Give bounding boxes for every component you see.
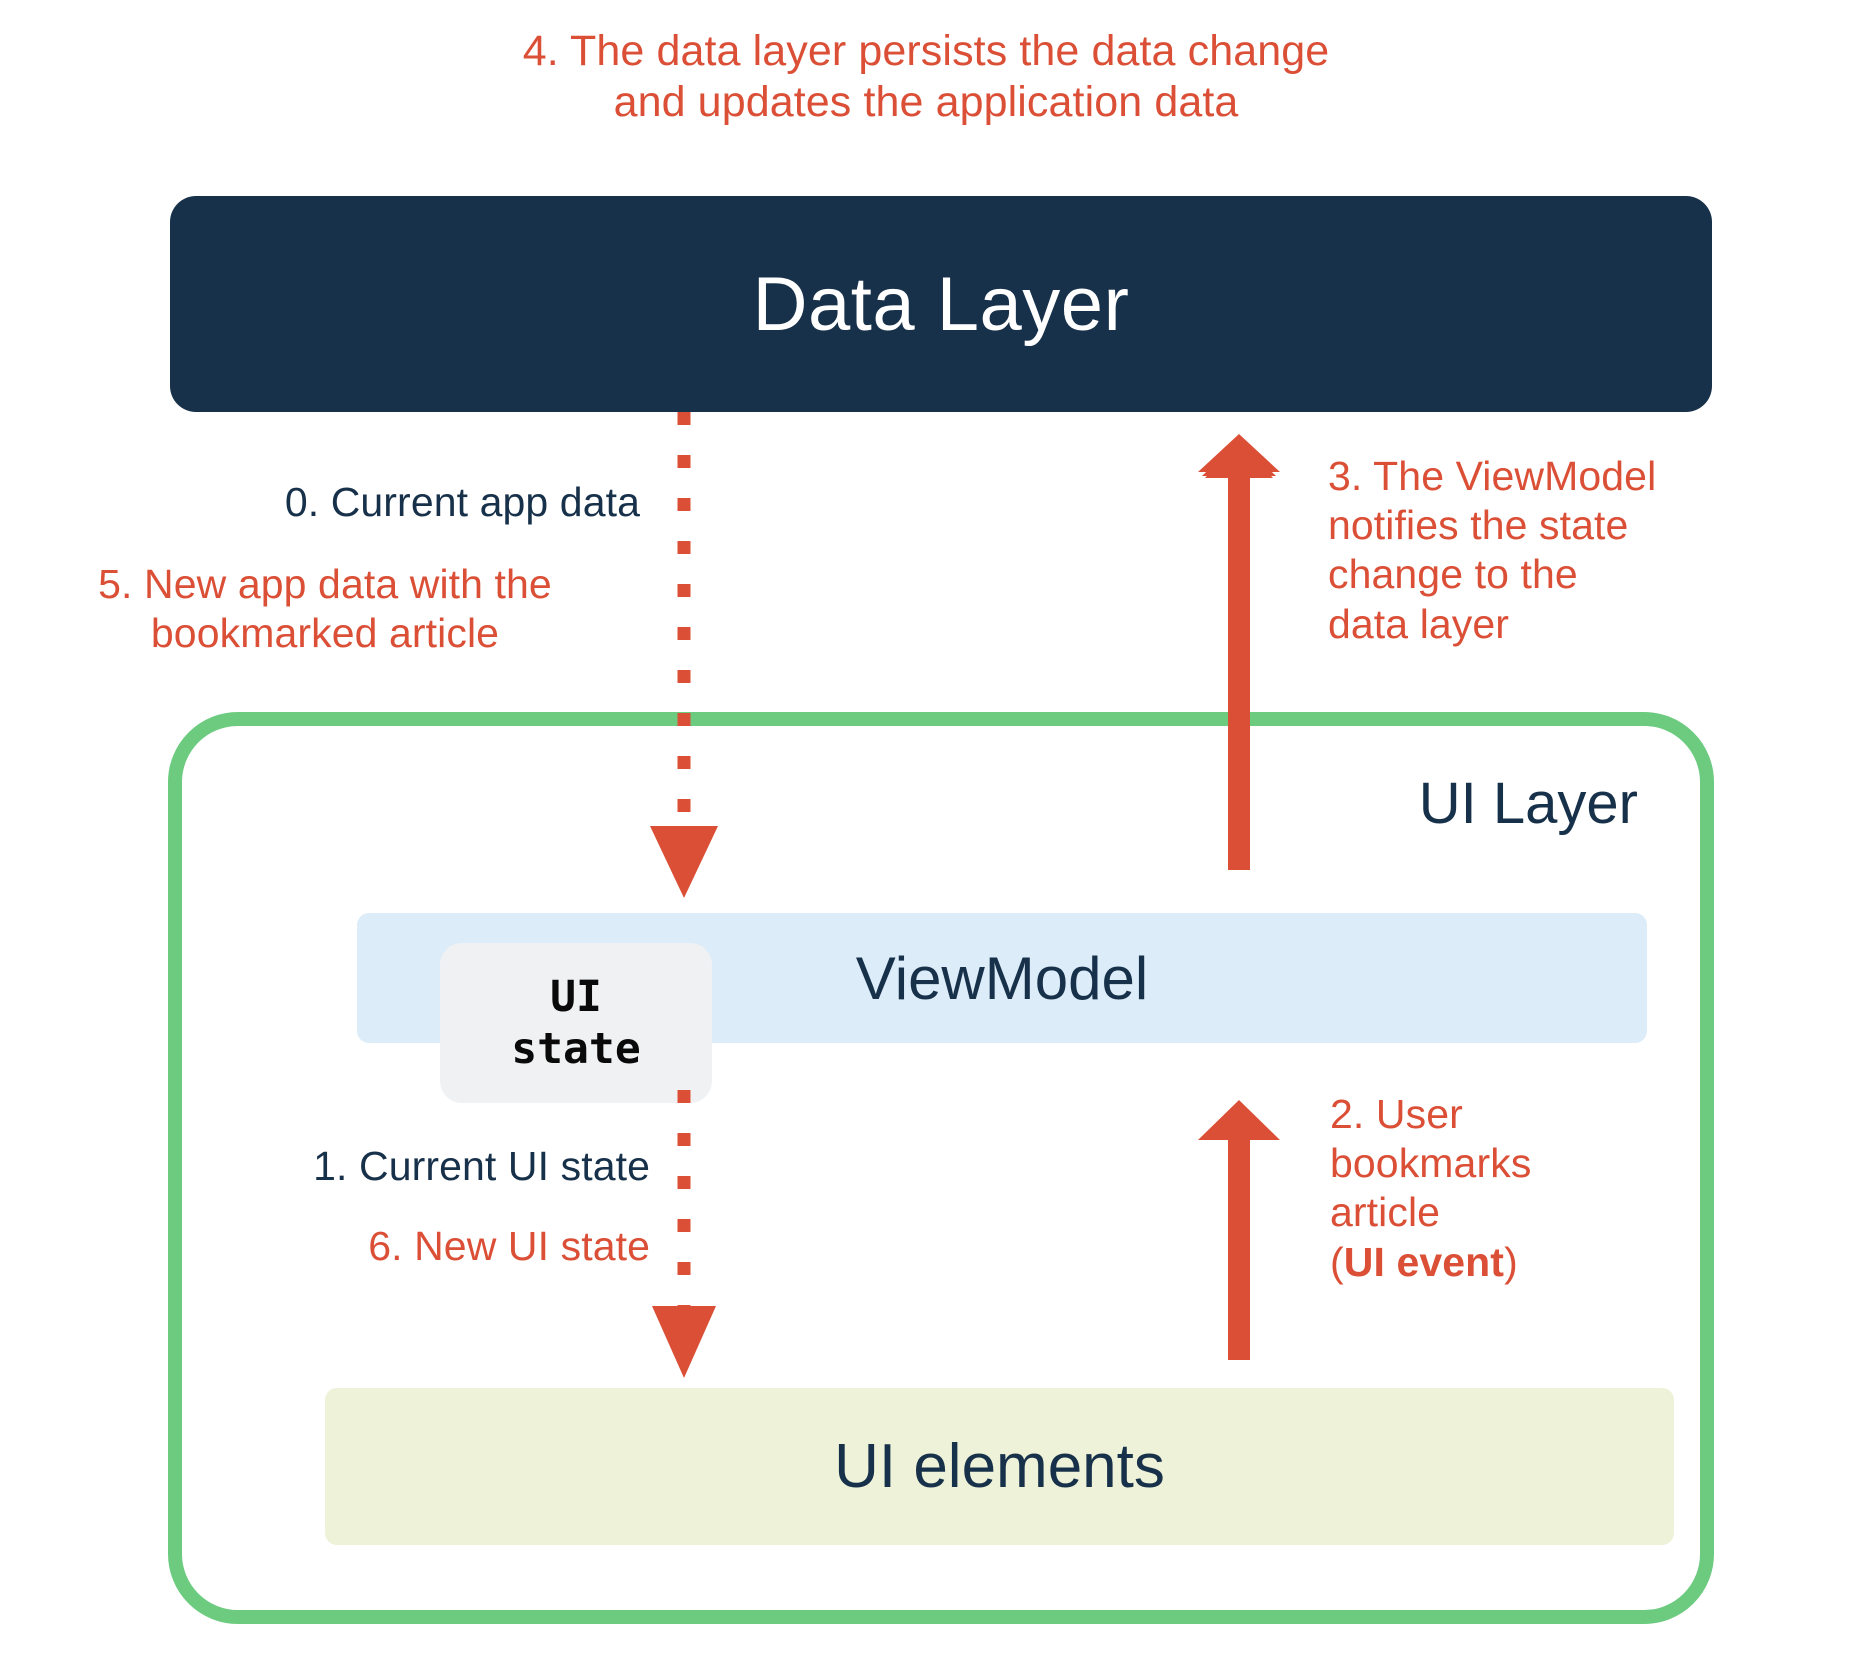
note-step-3-line-2: notifies the state bbox=[1328, 502, 1629, 549]
ui-layer-label: UI Layer bbox=[1418, 771, 1638, 836]
note-step-6: 6. New UI state bbox=[140, 1222, 650, 1271]
note-step-3: 3. The ViewModel notifies the state chan… bbox=[1328, 452, 1768, 649]
note-step-5-line-1: 5. New app data with the bbox=[98, 561, 552, 607]
title-line-2: and updates the application data bbox=[613, 77, 1239, 126]
note-step-5-line-2: bookmarked article bbox=[150, 610, 500, 657]
ui-elements-label: UI elements bbox=[834, 1432, 1165, 1501]
note-step-1-text: 1. Current UI state bbox=[313, 1143, 650, 1189]
ui-elements-box: UI elements bbox=[325, 1388, 1674, 1545]
data-layer-label: Data Layer bbox=[752, 261, 1130, 347]
ui-layer-container: UI Layer bbox=[168, 712, 1714, 1624]
diagram-title: 4. The data layer persists the data chan… bbox=[326, 26, 1526, 127]
data-layer-box: Data Layer bbox=[170, 196, 1712, 412]
note-step-2-line-3: article bbox=[1330, 1189, 1441, 1236]
note-step-3-line-3: change to the bbox=[1328, 551, 1578, 598]
note-step-2-paren-open: ( bbox=[1330, 1238, 1344, 1285]
title-line-1: 4. The data layer persists the data chan… bbox=[522, 27, 1330, 75]
note-step-3-line-4: data layer bbox=[1328, 600, 1510, 647]
ui-state-chip-line-1: UI bbox=[550, 971, 602, 1022]
note-step-1: 1. Current UI state bbox=[140, 1142, 650, 1191]
ui-state-chip-line-2: state bbox=[511, 1024, 641, 1074]
note-step-6-text: 6. New UI state bbox=[368, 1223, 650, 1269]
note-step-2-line-2: bookmarks bbox=[1330, 1140, 1532, 1187]
note-step-3-line-1: 3. The ViewModel bbox=[1328, 453, 1657, 499]
note-step-2-ui-event: UI event bbox=[1343, 1238, 1505, 1285]
note-step-2-line-1: 2. User bbox=[1330, 1091, 1463, 1137]
ui-state-chip: UI state bbox=[440, 943, 712, 1103]
note-step-0: 0. Current app data bbox=[40, 478, 640, 527]
note-step-2-paren-close: ) bbox=[1504, 1238, 1518, 1285]
note-step-0-text: 0. Current app data bbox=[284, 479, 640, 525]
note-step-2-line-4: (UI event) bbox=[1330, 1238, 1760, 1287]
note-step-5: 5. New app data with the bookmarked arti… bbox=[10, 560, 640, 658]
note-step-2: 2. User bookmarks article (UI event) bbox=[1330, 1090, 1760, 1287]
viewmodel-label: ViewModel bbox=[855, 944, 1149, 1012]
